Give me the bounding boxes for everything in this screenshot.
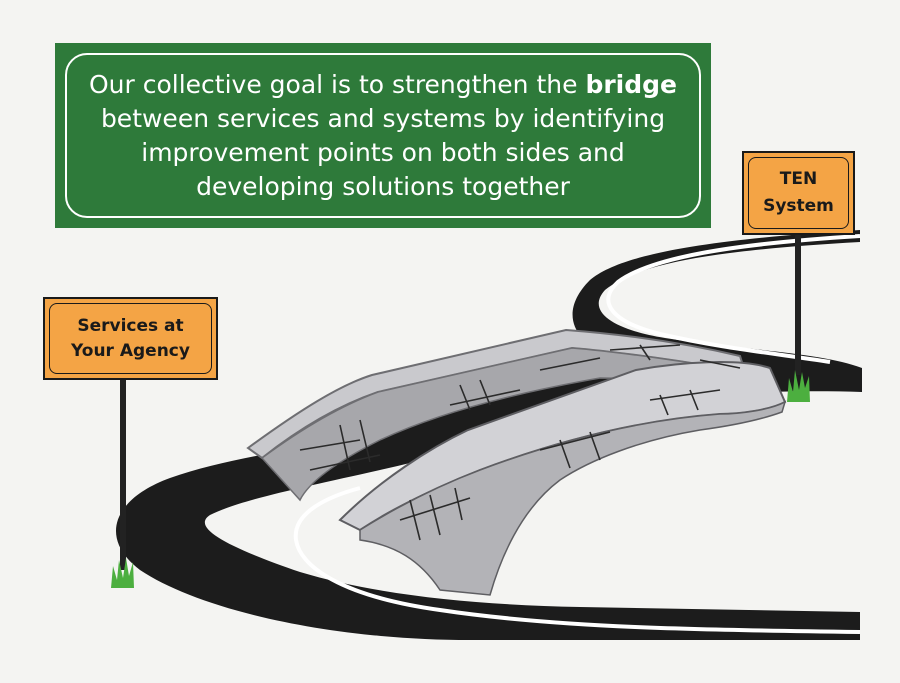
left-sign-post: [120, 378, 126, 570]
ten-system-sign-frame: TEN System: [748, 157, 849, 229]
left-grass-tuft: [111, 558, 134, 588]
goal-statement: Our collective goal is to strengthen the…: [81, 68, 685, 204]
road-center-line-far: [606, 234, 861, 364]
right-sign-post: [795, 233, 801, 375]
goal-text-bridge: bridge: [585, 69, 677, 99]
road-center-line: [293, 486, 861, 634]
right-grass-tuft: [787, 370, 810, 402]
goal-banner: Our collective goal is to strengthen the…: [55, 43, 711, 228]
goal-banner-frame: Our collective goal is to strengthen the…: [65, 53, 701, 218]
bridge-deck-lines: [299, 344, 741, 541]
services-sign: Services at Your Agency: [43, 297, 218, 380]
services-sign-line2: Your Agency: [71, 340, 190, 361]
bridge-arch-front: [359, 400, 787, 596]
ten-system-sign-line1: TEN: [779, 169, 818, 189]
ten-system-sign-line2: System: [763, 196, 834, 216]
goal-text-start: Our collective goal is to strengthen the: [88, 69, 586, 99]
services-sign-line1: Services at: [77, 315, 184, 336]
services-sign-frame: Services at Your Agency: [49, 303, 212, 374]
ten-system-sign: TEN System: [742, 151, 855, 235]
goal-text-end: between services and systems by identify…: [100, 103, 666, 201]
